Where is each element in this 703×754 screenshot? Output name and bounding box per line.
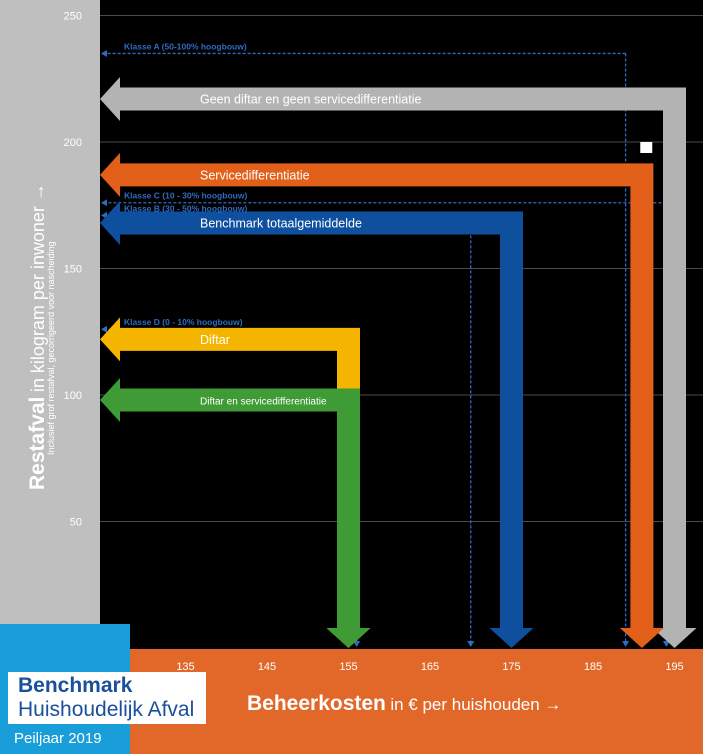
x-axis-title-unit: in € per huishouden → (390, 695, 562, 714)
y-axis-band (0, 0, 100, 624)
dashed-tip-down-klasse-c-10-30-hoogbouw (662, 641, 670, 647)
x-tick-195: 195 (665, 661, 683, 673)
logo-subtitle: Huishoudelijk Afval (18, 698, 195, 721)
arrow-label-geen-diftar-en-geen-servicedifferentiatie: Geen diftar en geen servicedifferentiati… (200, 92, 421, 106)
y-tick-150: 150 (64, 264, 82, 276)
dashed-line-klasse-b-30-50-hoogbouw (104, 214, 472, 644)
arrow-geen-diftar-en-geen-servicedifferentiatie (100, 76, 697, 649)
dashed-line-klasse-d-0-10-hoogbouw (104, 328, 358, 644)
dashed-tip-down-klasse-a-50-100-hoogbouw (622, 641, 630, 647)
y-tick-200: 200 (64, 137, 82, 149)
x-tick-165: 165 (421, 661, 439, 673)
x-axis-band (130, 649, 703, 754)
y-axis-title-unit: in kilogram per inwoner → (28, 183, 48, 393)
arrow-diftar-en-servicedifferentiatie (100, 378, 371, 648)
dashed-tip-down-klasse-b-30-50-hoogbouw (467, 641, 475, 647)
arrow-label-diftar: Diftar (200, 333, 230, 347)
series-arrows (100, 76, 697, 649)
dashed-tip-left-klasse-c-10-30-hoogbouw (101, 199, 107, 207)
dashed-line-klasse-a-50-100-hoogbouw (104, 52, 627, 644)
dashed-label-klasse-b-30-50-hoogbouw: Klasse B (30 - 50% hoogbouw) (124, 203, 247, 213)
y-tick-labels: 50 100 150 200 250 (64, 11, 82, 529)
x-axis-title: Beheerkosten in € per huishouden → (247, 692, 561, 716)
x-tick-155: 155 (339, 661, 357, 673)
series-labels: Geen diftar en geen servicedifferentiati… (124, 41, 653, 408)
gridlines (100, 15, 703, 522)
y-tick-100: 100 (64, 390, 82, 402)
y-tick-250: 250 (64, 11, 82, 23)
logo-year: Peiljaar 2019 (14, 730, 102, 747)
x-tick-145: 145 (258, 661, 276, 673)
x-tick-labels: 135 145 155 165 175 185 195 (176, 661, 683, 673)
x-tick-175: 175 (502, 661, 520, 673)
logo-title: Benchmark (18, 674, 133, 697)
logo-card: Benchmark Huishoudelijk Afval (8, 672, 206, 724)
arrow-label-benchmark-totaalgemiddelde: Benchmark totaalgemiddelde (200, 216, 362, 230)
logo-box: Benchmark Huishoudelijk Afval Peiljaar 2… (0, 624, 206, 754)
y-tick-50: 50 (70, 517, 82, 529)
dashed-label-klasse-a-50-100-hoogbouw: Klasse A (50-100% hoogbouw) (124, 41, 247, 51)
x-axis-title-main: Beheerkosten (247, 692, 386, 715)
dashed-label-klasse-c-10-30-hoogbouw: Klasse C (10 - 30% hoogbouw) (124, 191, 247, 201)
small-white-notch (640, 142, 653, 153)
dashed-tip-down-klasse-d-0-10-hoogbouw (353, 641, 361, 647)
arrow-label-diftar-en-servicedifferentiatie: Diftar en servicedifferentiatie (200, 397, 327, 408)
dashed-label-klasse-d-0-10-hoogbouw: Klasse D (0 - 10% hoogbouw) (124, 317, 243, 327)
dashed-tip-left-klasse-a-50-100-hoogbouw (101, 49, 107, 57)
x-tick-135: 135 (176, 661, 194, 673)
dashed-tip-left-klasse-d-0-10-hoogbouw (101, 325, 107, 333)
y-axis-note: Inclusief grof restafval, gecorrigeerd v… (46, 241, 56, 455)
arrow-label-servicedifferentiatie: Servicedifferentiatie (200, 168, 310, 182)
arrow-diftar (100, 317, 371, 648)
x-tick-185: 185 (584, 661, 602, 673)
